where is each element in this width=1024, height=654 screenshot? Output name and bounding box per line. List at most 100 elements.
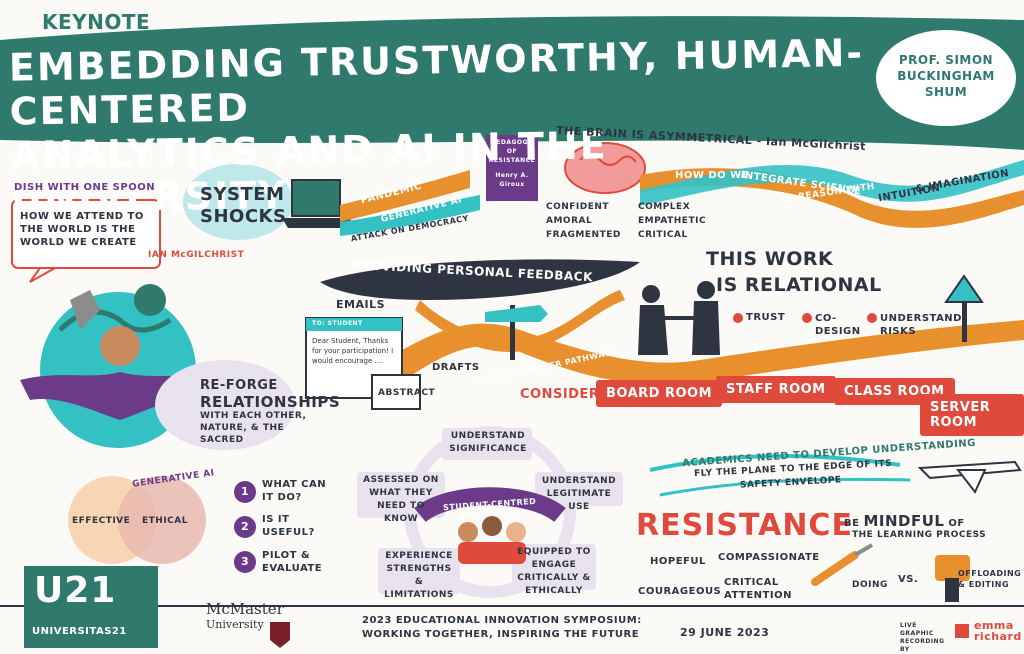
mindful-process: THE LEARNING PROCESS (852, 530, 987, 540)
resistance-critical: CRITICAL ATTENTION (724, 577, 792, 601)
person-icon-2 (692, 301, 720, 355)
system-shocks-title: SYSTEM SHOCKS (200, 184, 286, 228)
quote-text: HOW WE ATTEND TO THE WORLD IS THE WORLD … (20, 211, 144, 248)
mindful-be: BE (844, 518, 860, 529)
screwdriver-icon (811, 551, 859, 586)
mcmaster-university: University (206, 618, 264, 631)
book-4: Henry A. (495, 172, 529, 179)
book-2: OF (506, 148, 518, 155)
symposium-text: 2023 EDUCATIONAL INNOVATION SYMPOSIUM: W… (362, 614, 642, 642)
reforge-blob (155, 360, 295, 450)
principle-legitimate: UNDERSTAND LEGITIMATE USE (541, 476, 617, 512)
principle-assessed: ASSESSED ON WHAT THEY NEED TO KNOW (363, 475, 439, 524)
relational-title: THIS WORK IS RELATIONAL (706, 246, 882, 298)
step-3-num: 3 (241, 555, 250, 568)
step-2-num: 2 (241, 520, 250, 533)
relational-codesign: CO-DESIGN (815, 313, 861, 337)
trait-left-3: FRAGMENTED (546, 230, 621, 240)
book-1: PEDAGOGY (491, 139, 533, 146)
emma-logo (955, 624, 969, 638)
speaker-bubble (876, 30, 1016, 126)
relational-2: IS RELATIONAL (716, 274, 882, 296)
trait-right-2: EMPATHETIC (638, 216, 707, 226)
trait-left-2: AMORAL (546, 216, 593, 226)
book-icon (486, 135, 538, 201)
mindful-of: OF (948, 518, 965, 529)
reforge-1: RE-FORGE (200, 378, 278, 393)
venn-ethical (118, 476, 206, 564)
relational-risks: UNDERSTAND RISKS (880, 313, 962, 337)
step-1-num: 1 (241, 485, 250, 498)
principle-experience: EXPERIENCE STRENGTHS & LIMITATIONS (384, 551, 454, 600)
drill-icon (935, 555, 970, 581)
mcmaster-crest (270, 622, 290, 648)
symposium-1: 2023 EDUCATIONAL INNOVATION SYMPOSIUM: (362, 615, 642, 626)
mindful-vs: VS. (898, 574, 919, 585)
u21-logo (24, 566, 158, 648)
keynote-label: KEYNOTE (42, 10, 151, 34)
resistance-hopeful: HOPEFUL (650, 556, 706, 567)
drafts-label: DRAFTS (432, 362, 480, 373)
trait-left-1: CONFIDENT (546, 202, 610, 212)
feedback-banner (320, 259, 640, 300)
system-shocks-1: SYSTEM (200, 184, 285, 205)
mcmaster-name: McMaster (206, 600, 284, 618)
emma-richard: emma richard (974, 620, 1022, 642)
mindful-line: BE MINDFUL OF (844, 512, 965, 530)
resistance-compassionate: COMPASSIONATE (718, 552, 820, 563)
room-staff: STAFF ROOM (716, 376, 836, 403)
room-server: SERVER ROOM (920, 394, 1024, 436)
mindful-doing: DOING (852, 580, 888, 590)
email-to: TO: STUDENT (312, 320, 363, 327)
left-traits: CONFIDENT AMORAL FRAGMENTED (546, 200, 621, 242)
live-recording: LIVE GRAPHIC RECORDING BY (900, 622, 945, 653)
right-traits: COMPLEX EMPATHETIC CRITICAL (638, 200, 706, 242)
book-3: RESISTANCE (488, 157, 536, 164)
step-2-text: IS IT USEFUL? (262, 514, 315, 538)
relational-1: THIS WORK (706, 248, 834, 270)
speaker-name: PROF. SIMON BUCKINGHAM SHUM (897, 53, 995, 99)
laptop-icon (291, 179, 341, 217)
book-5: Giroux (499, 181, 525, 188)
trait-right-1: COMPLEX (638, 202, 691, 212)
reforge-text: RE-FORGE RELATIONSHIPS WITH EACH OTHER, … (200, 378, 341, 446)
book-title: PEDAGOGY OF RESISTANCE Henry A. Giroux (488, 138, 536, 189)
signpost-icon (510, 305, 515, 360)
consider-label: CONSIDER: (520, 387, 606, 402)
relational-trust: TRUST (746, 312, 786, 323)
venn-effective-label: EFFECTIVE (72, 516, 131, 526)
abstract-label: ABSTRACT (378, 388, 436, 398)
header-banner (0, 16, 1024, 151)
reforge-4: NATURE, & THE SACRED (200, 423, 285, 445)
u21-text: U21 (34, 570, 117, 611)
room-board: BOARD ROOM (596, 380, 723, 407)
quote-author: IAN McGILCHRIST (148, 250, 245, 260)
emma-1: emma (974, 619, 1014, 632)
venn-ethical-label: ETHICAL (142, 516, 188, 526)
event-date: 29 JUNE 2023 (680, 626, 770, 639)
principle-equipped: EQUIPPED TO ENGAGE CRITICALLY & ETHICALL… (517, 547, 591, 596)
step-3-text: PILOT & EVALUATE (262, 550, 323, 574)
reforge-2: RELATIONSHIPS (200, 393, 341, 411)
emma-2: richard (974, 630, 1022, 643)
step-1-text: WHAT CAN IT DO? (262, 479, 327, 503)
quote-bubble (11, 199, 161, 269)
dish-label: DISH WITH ONE SPOON (14, 182, 156, 193)
title-line-1: EMBEDDING TRUSTWORTHY, HUMAN-CENTERED (8, 30, 865, 134)
resistance-courageous: COURAGEOUS (638, 586, 722, 597)
brain-how: HOW DO WE (675, 170, 750, 181)
principle-significance: UNDERSTAND SIGNIFICANCE (449, 431, 527, 454)
email-body: Dear Student, Thanks for your participat… (312, 337, 394, 365)
mindful-offloading: OFFLOADING & EDITING (958, 569, 1022, 589)
system-shocks-2: SHOCKS (200, 206, 287, 227)
trait-right-3: CRITICAL (638, 230, 688, 240)
emails-label: EMAILS (336, 298, 385, 311)
person-icon (638, 305, 668, 355)
symposium-2: WORKING TOGETHER, INSPIRING THE FUTURE (362, 629, 640, 640)
u21-name: UNIVERSITAS21 (32, 626, 127, 637)
shocks-cloud (183, 164, 293, 240)
resistance-title: RESISTANCE (636, 508, 853, 543)
mindful-word: MINDFUL (863, 512, 945, 530)
reforge-3: WITH EACH OTHER, (200, 411, 307, 421)
